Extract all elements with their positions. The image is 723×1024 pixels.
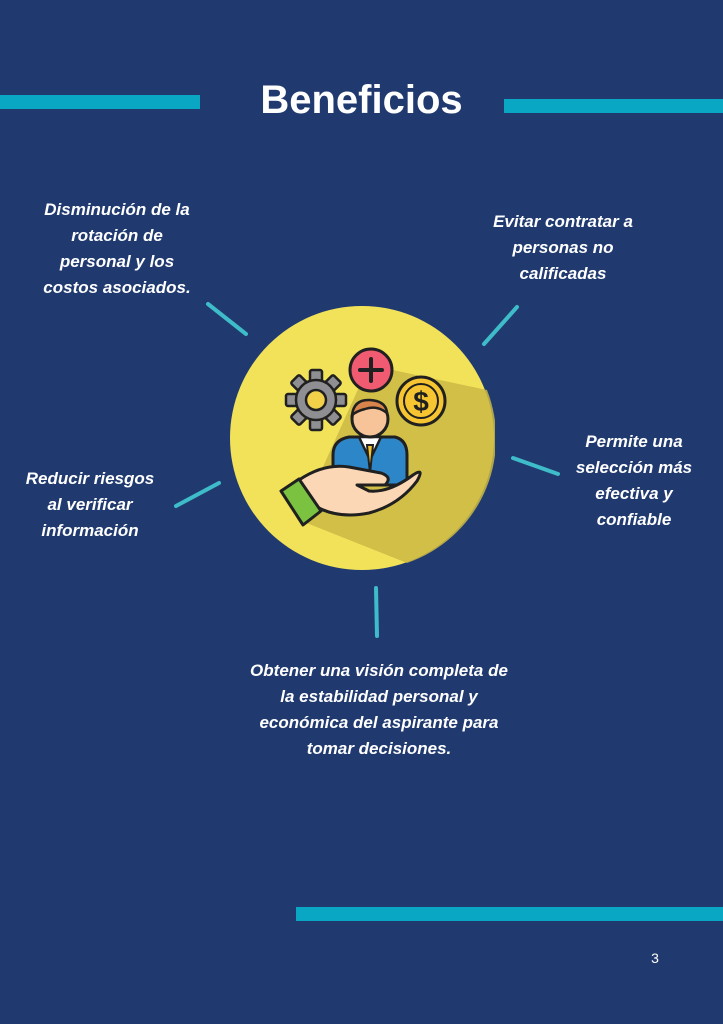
- dollar-icon: $: [395, 375, 447, 427]
- connector-left: [174, 481, 221, 508]
- title-bar-left: [0, 95, 200, 109]
- connector-top-left: [206, 302, 248, 336]
- footer-bar: [296, 907, 723, 921]
- benefit-right: Permite una selección más efectiva y con…: [575, 432, 693, 529]
- page-title: Beneficios: [260, 78, 463, 122]
- gear-icon: [284, 368, 348, 432]
- hand-icon: [279, 464, 422, 527]
- svg-text:$: $: [413, 386, 429, 417]
- benefit-left: Reducir riesgos al verificar información: [25, 469, 155, 540]
- connector-bottom: [374, 586, 379, 638]
- benefits-illustration: $: [230, 306, 495, 570]
- title-bar-right: [504, 99, 723, 113]
- connector-right: [511, 456, 560, 476]
- benefit-bottom: Obtener una visión completa de la estabi…: [250, 661, 508, 758]
- plus-icon: [348, 347, 394, 393]
- benefit-top-right: Evitar contratar a personas no calificad…: [493, 212, 633, 283]
- page-number: 3: [651, 950, 659, 966]
- benefit-top-left: Disminución de la rotación de personal y…: [43, 200, 191, 297]
- connector-top-right: [482, 305, 519, 346]
